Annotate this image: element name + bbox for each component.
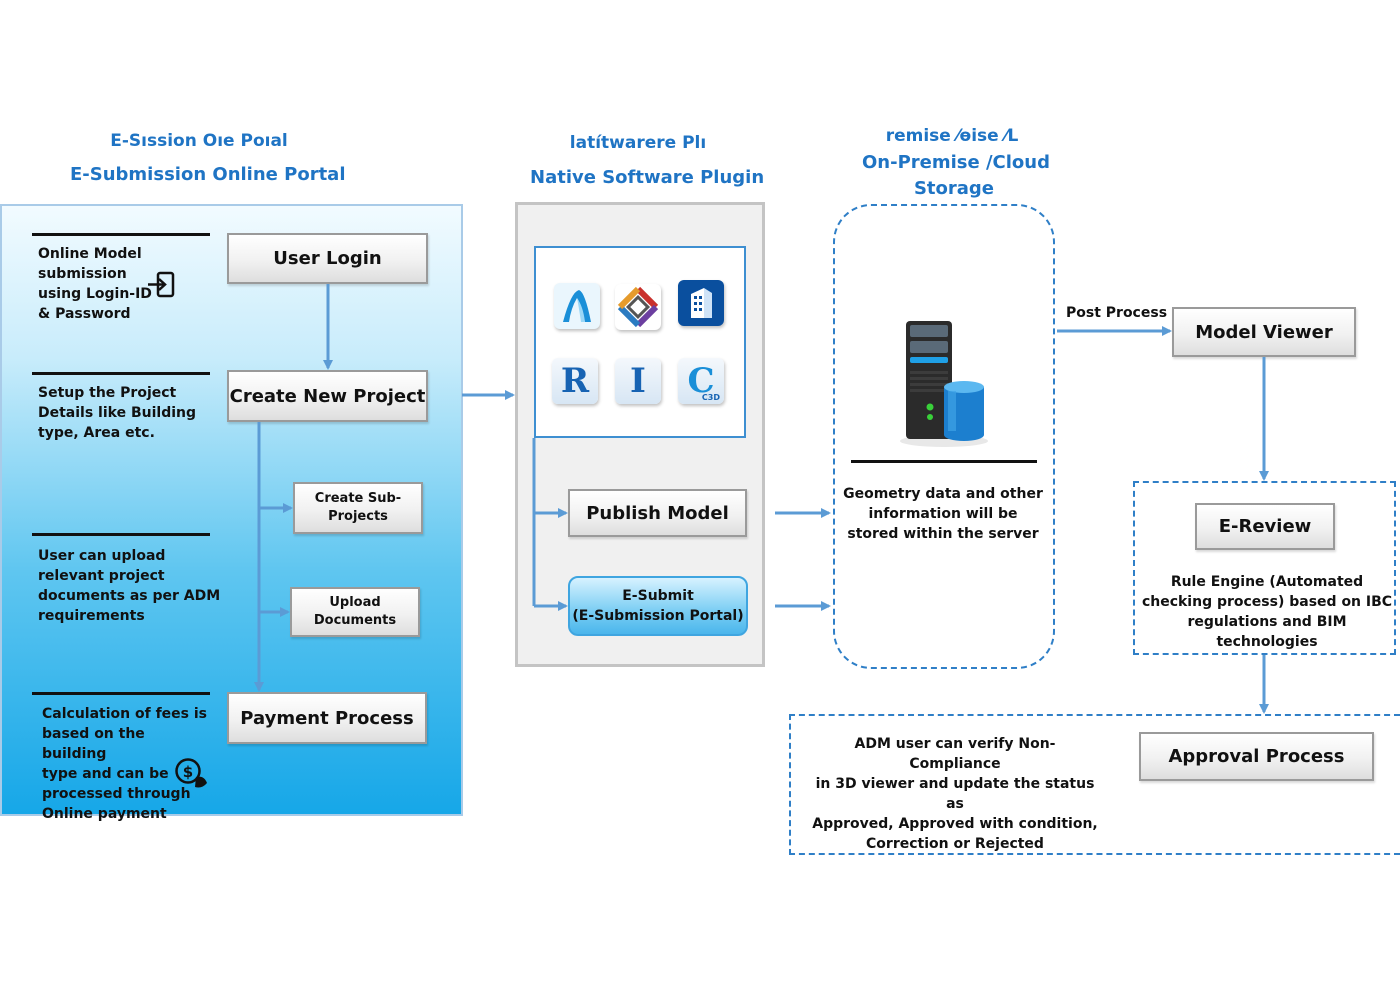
storage-box [833, 204, 1055, 669]
publish-model-button[interactable]: Publish Model [568, 489, 747, 537]
login-icon [146, 271, 176, 304]
plugin-heading: Native Software Plugin [530, 167, 765, 188]
create-new-project-button[interactable]: Create New Project [227, 370, 428, 422]
tekla-icon [678, 280, 724, 326]
server-icon [896, 315, 996, 452]
approval-box [789, 714, 1400, 855]
plugin-heading-ghost: latítwarere Plı [569, 133, 707, 153]
portal-heading-ghost: E-Sıssion Oıe Poıal [110, 131, 288, 151]
divider [851, 460, 1037, 463]
approval-process-button[interactable]: Approval Process [1139, 732, 1374, 781]
ifc-icon [615, 284, 661, 330]
revit-icon: R [552, 358, 598, 404]
divider [32, 533, 210, 536]
storage-heading-line2: Storage [913, 178, 995, 199]
esubmit-sublabel: (E-Submission Portal) [572, 608, 744, 624]
user-login-button[interactable]: User Login [227, 233, 428, 284]
app-icons-box [534, 246, 746, 438]
civil3d-icon: C C3D [678, 358, 724, 404]
divider [32, 692, 210, 695]
storage-heading-ghost: remise ⁄ѳise ⁄L [885, 126, 1019, 146]
model-viewer-button[interactable]: Model Viewer [1172, 307, 1356, 357]
divider [32, 233, 210, 236]
divider [32, 372, 210, 375]
civil3d-badge: C3D [701, 393, 720, 402]
create-sub-projects-button[interactable]: Create Sub-Projects [293, 482, 423, 534]
portal-heading: E-Submission Online Portal [70, 164, 346, 185]
archicad-icon [554, 283, 600, 329]
post-process-label: Post Process [1066, 305, 1168, 321]
payment-process-button[interactable]: Payment Process [227, 692, 427, 744]
storage-heading: On-Premise /Cloud [862, 152, 1050, 173]
e-review-box [1133, 481, 1396, 655]
esubmit-label: E-Submit [622, 588, 694, 604]
svg-text:$: $ [183, 763, 193, 781]
ifc-i-icon: I [615, 358, 661, 404]
payment-icon: $ [174, 757, 212, 796]
e-review-button[interactable]: E-Review [1195, 503, 1335, 550]
esubmit-button[interactable]: E-Submit (E-Submission Portal) [568, 576, 748, 636]
